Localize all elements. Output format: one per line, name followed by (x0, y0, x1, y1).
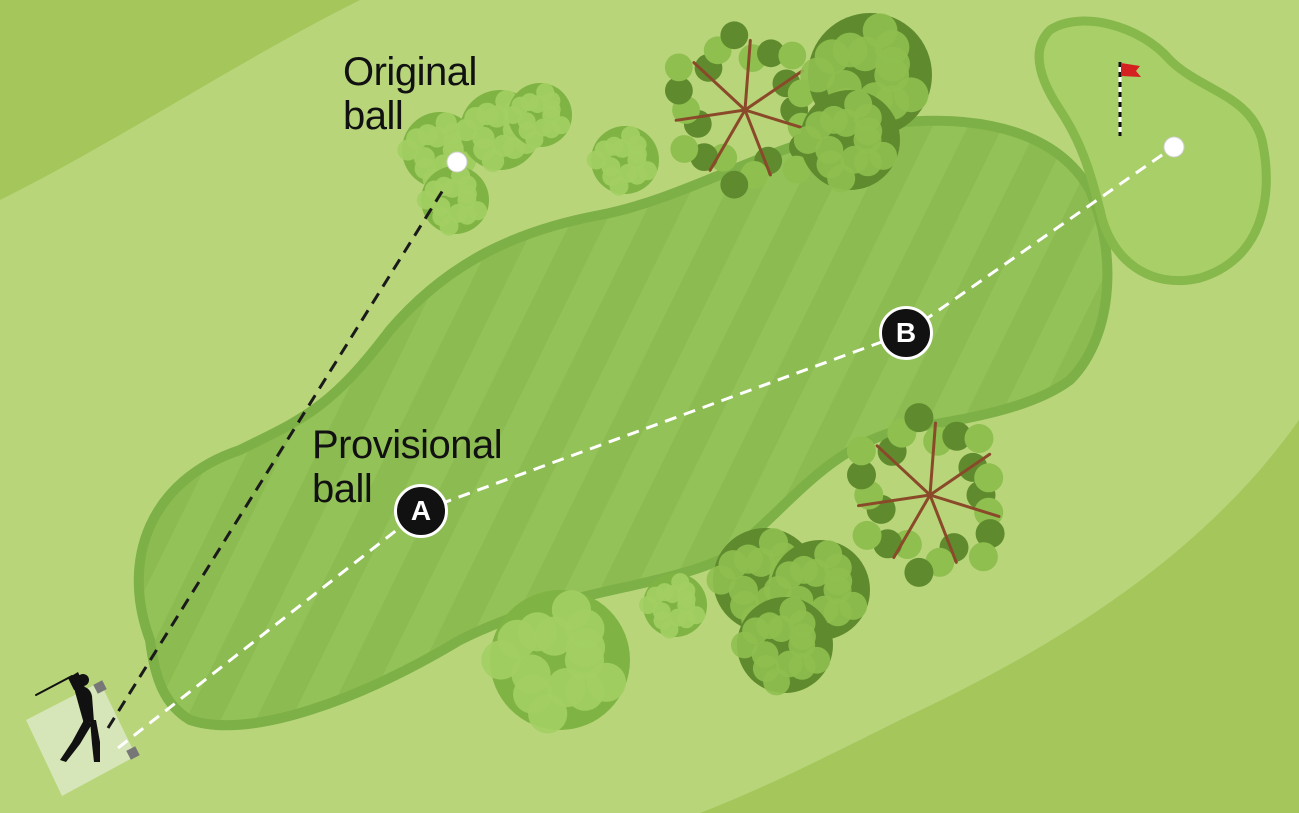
provisional-second-shot-line (420, 331, 907, 513)
original-shot-line (106, 189, 445, 729)
provisional-label-line2: ball (312, 467, 373, 511)
provisional-approach-line (905, 146, 1173, 335)
original-ball-icon (446, 151, 468, 173)
flag-pin-icon (1118, 62, 1141, 136)
tree-bottom-light (481, 590, 630, 734)
original-ball-label: Original ball (343, 50, 477, 138)
original-label-line2: ball (343, 94, 404, 138)
rough-dark-bottom-right (700, 420, 1299, 813)
tree-cluster-original-3 (416, 166, 489, 236)
putting-green (1034, 16, 1271, 286)
fairway-stripe (350, 120, 785, 726)
provisional-ball-label: Provisional ball (312, 423, 503, 511)
tree-right-branchy (846, 403, 1005, 587)
trees (397, 13, 1005, 734)
holed-ball-icon (1163, 136, 1185, 158)
tree-top-dark-2 (793, 90, 900, 193)
tree-bottom-dark-3 (731, 597, 833, 696)
rough-dark-top-left (0, 0, 360, 200)
tree-cluster-original-4 (504, 83, 572, 149)
marker-a: A (394, 484, 448, 538)
provisional-label-line1: Provisional (312, 423, 503, 467)
provisional-shot-line (117, 509, 422, 750)
tree-top-small (586, 126, 659, 196)
marker-b: B (879, 306, 933, 360)
tree-top-branchy (664, 21, 817, 199)
golfer-silhouette-icon (35, 672, 100, 762)
tree-bottom-small (639, 573, 707, 639)
original-label-line1: Original (343, 50, 477, 94)
